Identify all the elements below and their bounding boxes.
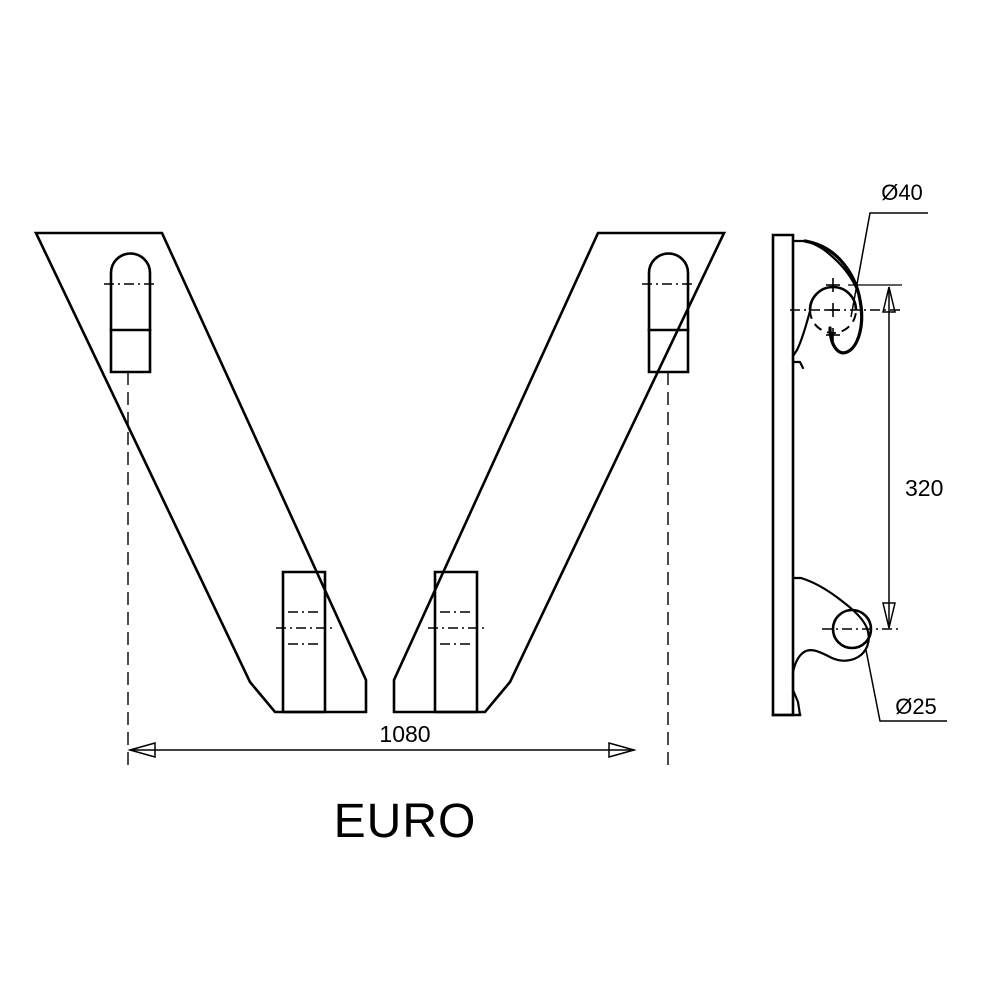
- side-view-lower-lug-profile: [791, 576, 870, 717]
- front-view-left-arm: [33, 231, 368, 714]
- dimension-1080-arrow-right: [608, 742, 637, 758]
- dimension-1080: 1080: [127, 721, 637, 758]
- dimension-320: 320: [848, 284, 943, 629]
- front-view: 1080 EURO: [33, 231, 727, 848]
- right-arm-block-outline: [433, 570, 479, 714]
- right-arm-upper-slot: [642, 252, 695, 374]
- right-arm-outline: [392, 231, 727, 714]
- left-arm-slot-outline: [109, 252, 152, 374]
- left-arm-upper-slot: [104, 252, 157, 374]
- right-arm-lower-block: [428, 570, 484, 714]
- side-view-mid-step: [791, 360, 805, 370]
- side-view-back-plate: [771, 233, 795, 717]
- dimension-1080-arrow-left: [127, 742, 156, 758]
- dimension-320-text: 320: [905, 475, 943, 501]
- lower-pin-hole: [822, 608, 900, 650]
- dimension-1080-text: 1080: [379, 721, 430, 747]
- annotation-diameter-40: Ø40: [850, 180, 928, 318]
- side-view-throat-profile: [791, 309, 812, 364]
- dimension-320-arrow-top: [882, 286, 896, 313]
- upper-hook-hole: [790, 278, 900, 342]
- front-view-right-arm: [392, 231, 727, 714]
- right-arm-slot-outline: [647, 252, 690, 374]
- diameter-25-leader: [865, 649, 947, 722]
- left-arm-outline: [33, 231, 368, 714]
- left-arm-lower-block: [276, 570, 332, 714]
- back-plate-outline: [771, 233, 795, 717]
- annotation-diameter-25: Ø25: [865, 649, 947, 722]
- drawing-title: EURO: [334, 795, 477, 848]
- diameter-40-text: Ø40: [881, 180, 923, 205]
- left-arm-block-outline: [281, 570, 327, 714]
- diameter-25-text: Ø25: [895, 694, 937, 719]
- dimension-320-arrow-bottom: [882, 602, 896, 629]
- diameter-40-leader: [850, 212, 928, 318]
- hook-profile-curve: [803, 239, 864, 355]
- side-view: 320 Ø40 Ø25: [771, 180, 947, 722]
- upper-hook-plus-marks: [826, 278, 840, 342]
